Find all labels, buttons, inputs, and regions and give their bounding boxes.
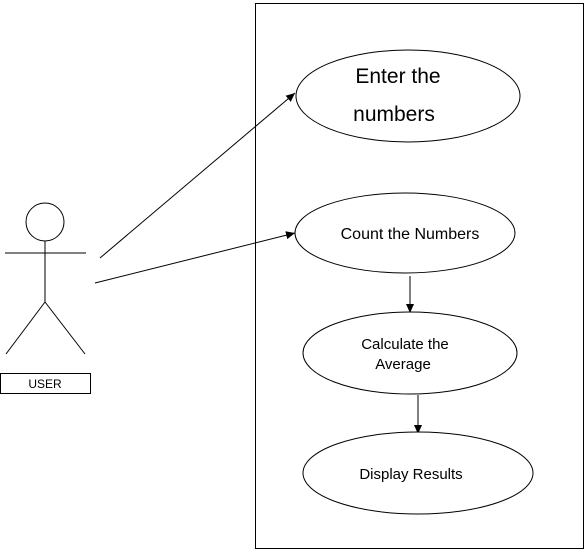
association-enter-numbers [99, 92, 296, 259]
use-case-ellipse [295, 49, 521, 143]
actor-left-leg [5, 301, 46, 355]
actor-user: USER [0, 202, 91, 394]
use-case-label-line-1: Calculate the [361, 336, 449, 353]
use-case-ellipse [302, 311, 518, 395]
association-count-numbers [94, 231, 296, 284]
use-case-ellipse [294, 192, 516, 274]
actor-label: USER [28, 377, 62, 391]
use-case-display-results: Display Results [302, 431, 534, 515]
use-case-label-line-2: numbers [353, 103, 435, 126]
use-case-ellipse [302, 431, 534, 515]
use-case-enter-numbers: Enter the numbers [295, 49, 521, 143]
use-case-calculate-average: Calculate the Average [302, 311, 518, 395]
use-case-label-line-2: Average [375, 356, 431, 373]
actor-right-leg [44, 301, 86, 355]
actor-head [25, 202, 65, 242]
use-case-label: Display Results [359, 466, 462, 483]
use-case-count-numbers: Count the Numbers [294, 192, 516, 274]
actor-label-box [0, 373, 91, 394]
use-case-label: Count the Numbers [341, 226, 480, 243]
system-boundary [255, 3, 584, 549]
use-case-label-line-1: Enter the [355, 65, 440, 88]
